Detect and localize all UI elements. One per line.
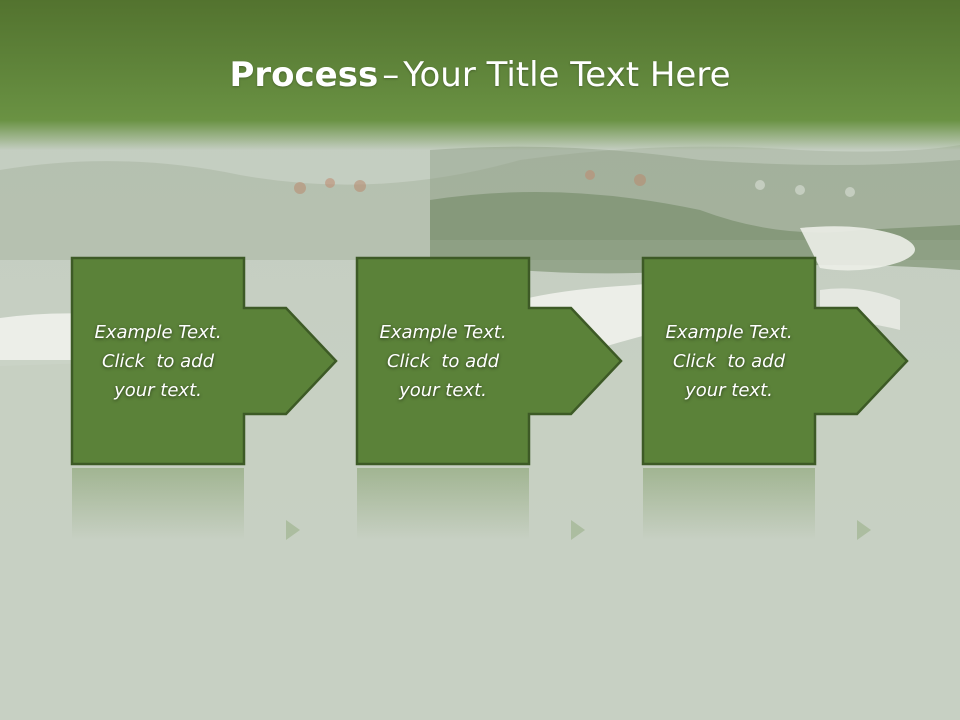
step-3-reflection <box>643 468 815 540</box>
slide-title[interactable]: Process–Your Title Text Here <box>0 52 960 98</box>
step-2-line-2: Click to add <box>386 350 499 372</box>
step-2-arrow-reflection <box>571 520 585 540</box>
step-3-line-1: Example Text. <box>665 321 793 343</box>
step-1-reflection <box>72 468 244 540</box>
step-3-arrow-reflection <box>857 520 871 540</box>
step-1-box <box>70 256 338 466</box>
step-3-line-3: your text. <box>685 379 773 401</box>
title-separator: – <box>382 55 400 95</box>
title-band <box>0 0 960 150</box>
step-2-line-3: your text. <box>399 379 487 401</box>
step-1-line-3: your text. <box>114 379 202 401</box>
step-2-text[interactable]: Example Text. Click to add your text. <box>357 258 529 464</box>
title-bold: Process <box>229 55 379 95</box>
step-3-box <box>641 256 909 466</box>
process-step-2[interactable] <box>355 256 623 540</box>
step-1-arrow-reflection <box>286 520 300 540</box>
step-1-text[interactable]: Example Text. Click to add your text. <box>72 258 244 464</box>
step-3-line-2: Click to add <box>672 350 785 372</box>
process-step-3[interactable] <box>641 256 909 540</box>
step-1-line-1: Example Text. <box>94 321 222 343</box>
step-2-box <box>355 256 623 466</box>
step-1-line-2: Click to add <box>101 350 214 372</box>
process-step-1[interactable] <box>70 256 338 540</box>
title-rest: Your Title Text Here <box>403 55 731 95</box>
step-2-line-1: Example Text. <box>379 321 507 343</box>
step-2-reflection <box>357 468 529 540</box>
step-3-text[interactable]: Example Text. Click to add your text. <box>643 258 815 464</box>
